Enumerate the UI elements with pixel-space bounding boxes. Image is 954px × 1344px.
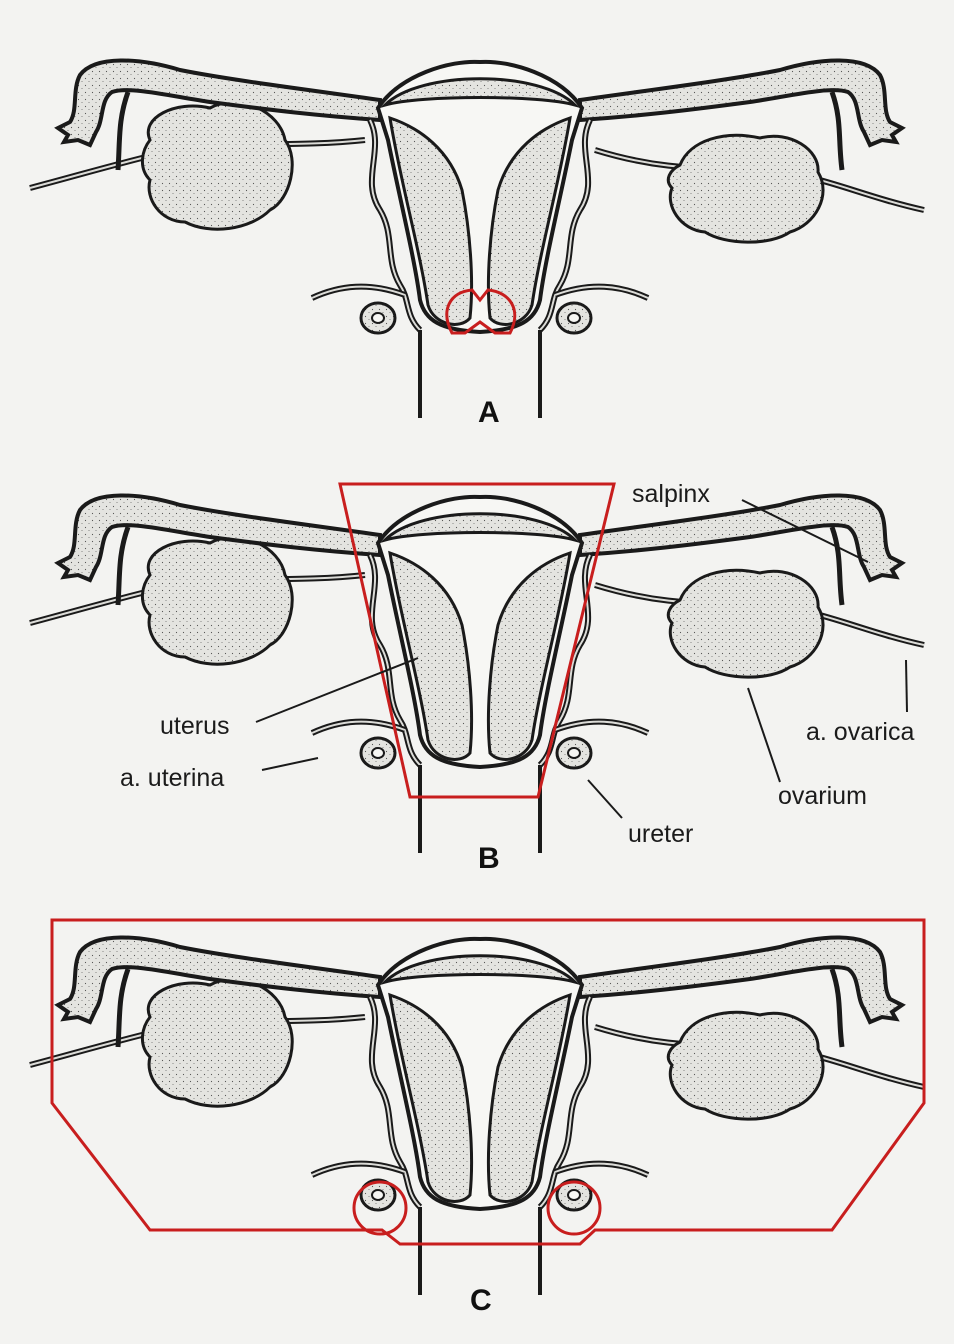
panel-label-c: C <box>470 1284 492 1317</box>
a-uterina-leader <box>262 758 318 770</box>
ureter-leader <box>588 780 622 818</box>
panel-c: C <box>30 920 924 1317</box>
a-ovarica-leader <box>906 660 907 712</box>
label-a-ovarica: a. ovarica <box>806 718 914 746</box>
panel-b: salpinx uterus a. ovarica a. uterina ova… <box>30 480 924 875</box>
uterus-drawing-a <box>30 60 924 418</box>
panel-label-b: B <box>478 842 500 875</box>
uterus-drawing-c <box>30 937 924 1295</box>
label-a-uterina: a. uterina <box>120 764 224 792</box>
label-salpinx: salpinx <box>632 480 710 508</box>
label-ureter: ureter <box>628 820 693 848</box>
panel-a: A <box>30 60 924 429</box>
ovarium-leader <box>748 688 780 782</box>
label-uterus: uterus <box>160 712 229 740</box>
label-ovarium: ovarium <box>778 782 867 810</box>
panel-label-a: A <box>478 396 500 429</box>
